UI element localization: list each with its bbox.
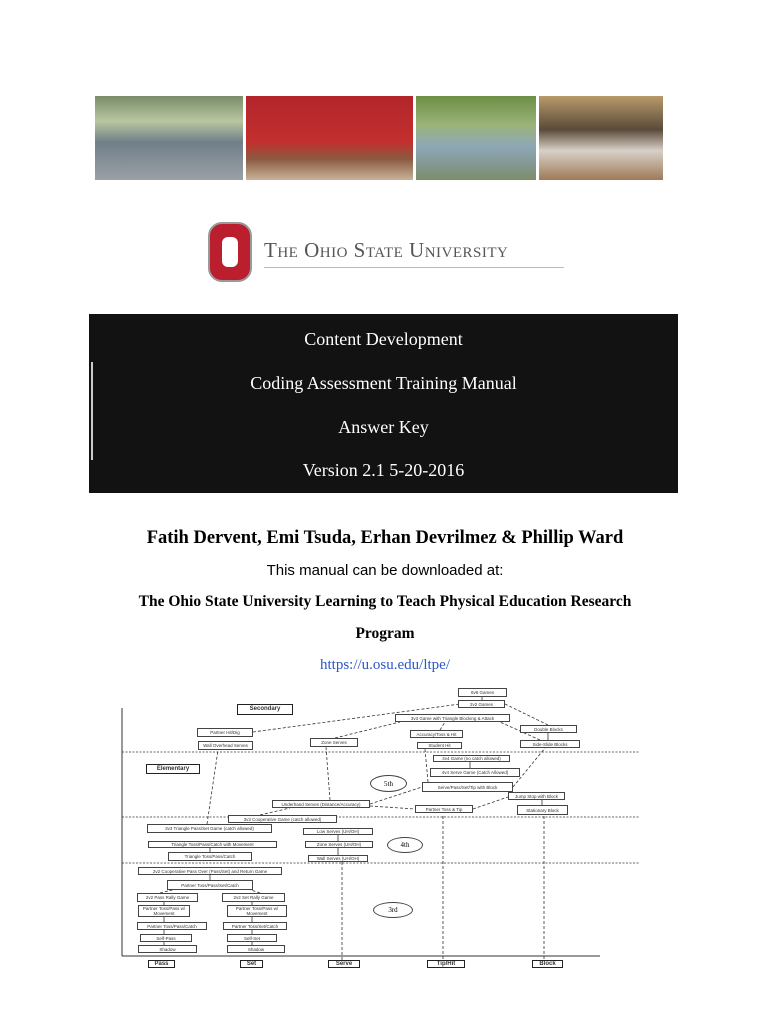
osu-block-o-icon <box>208 222 252 282</box>
diagram-box: 4v4 Game (no catch allowed) <box>433 755 510 762</box>
skill-label: Set <box>240 960 263 968</box>
header-photo-3 <box>416 96 536 180</box>
osu-logo: The Ohio State University <box>208 222 568 282</box>
diagram-box: Stationary Block <box>517 805 568 815</box>
diagram-box: Jump Stop with Block <box>508 792 565 800</box>
skill-label: Block <box>532 960 563 968</box>
diagram-box: 3v3 Triangle Pass/Set Game (catch allowe… <box>147 824 272 833</box>
diagram-box: 2v2 Cooperative Pass Over (Pass/Set) and… <box>138 867 282 875</box>
logo-divider <box>264 267 564 268</box>
diagram-box: Partner Toss/Pass/Catch <box>137 922 207 930</box>
header-photo-1 <box>95 96 243 180</box>
diagram-box: Shadow <box>227 945 285 953</box>
diagram-box: Partner Toss & Tip <box>415 805 473 813</box>
diagram-box: 2v2 Set Rally Game <box>222 893 285 902</box>
diagram-box: 2v2 Games <box>458 700 505 708</box>
title-banner: Content Development Coding Assessment Tr… <box>89 314 678 493</box>
grade-label-3rd: 3rd <box>373 902 413 918</box>
program-name: The Ohio State University Learning to Te… <box>138 593 632 610</box>
banner-accent-bar <box>91 362 93 460</box>
diagram-box: Serve/Pass/Set/Tip with Block <box>422 782 513 792</box>
program-name-cont: Program <box>355 625 415 642</box>
diagram-box: Shadow <box>138 945 197 953</box>
diagram-box: 2v2 Pass Rally Game <box>137 893 198 902</box>
diagram-box: 6v6 Games <box>458 688 507 697</box>
banner-line-1: Content Development <box>304 329 463 349</box>
diagram-box: Low Serves (UH/OH) <box>303 828 373 835</box>
level-label-secondary: Secondary <box>237 704 293 715</box>
skill-label: Pass <box>148 960 175 968</box>
diagram-box: Zone Serves (UH/OH) <box>305 841 373 848</box>
logo-text: The Ohio State University <box>264 238 509 262</box>
diagram-box: Zone Serves <box>310 738 358 747</box>
level-label-elementary: Elementary <box>146 764 200 774</box>
diagram-box: Double Blocks <box>520 725 577 733</box>
diagram-box: Self-Pass <box>140 934 192 942</box>
diagram-box: Self-Set <box>227 934 277 942</box>
connector-solid <box>163 733 549 945</box>
diagram-box: 3v3 Cooperative Game (catch allowed) <box>228 815 337 823</box>
diagram-box: Triangle Toss/Pass/Catch with Movement <box>148 841 277 848</box>
diagram-box: Wall Serves (UH/OH) <box>308 855 368 862</box>
diagram-box: Underhand Serves (Distance/Accuracy) <box>272 800 370 808</box>
download-link[interactable]: https://u.osu.edu/ltpe/ <box>320 657 450 673</box>
diagram-box: Side-Slide Blocks <box>520 740 580 748</box>
banner-line-3: Answer Key <box>338 417 429 437</box>
diagram-box: Triangle Toss/Pass/Catch <box>168 852 252 861</box>
diagram-box: Partner Toss/Pass w/ Movement <box>227 905 287 917</box>
banner-line-4: Version 2.1 5-20-2016 <box>302 460 465 480</box>
header-photo-4 <box>539 96 663 180</box>
grade-label-5th: 5th <box>370 775 407 792</box>
diagram-box: Partner Toss/Pass/Set/Catch <box>167 880 253 890</box>
download-note: This manual can be downloaded at: <box>266 562 504 579</box>
grade-label-4th: 4th <box>387 837 423 853</box>
banner-line-2: Coding Assessment Training Manual <box>250 373 517 393</box>
diagram-box: 3v3 Game with Triangle Blocking & Attack <box>395 714 510 722</box>
header-photo-2 <box>246 96 413 180</box>
diagram-box: 4v4 Serve Game (Catch Allowed) <box>430 768 520 777</box>
skill-label: Tip/Hit <box>427 960 465 968</box>
skill-label: Serve <box>328 960 360 968</box>
diagram-box: Student Hit <box>417 742 462 749</box>
diagram-box: Accuracy/Toss & Hit <box>410 730 463 738</box>
diagram-box: Partner Hit/Dig <box>197 728 253 737</box>
diagram-box: Partner Toss/Set/Catch <box>223 922 287 930</box>
diagram-box: Partner Toss/Pass w/ Movement <box>138 905 190 917</box>
diagram-box: Wall Overhead Serves <box>198 741 253 750</box>
authors: Fatih Dervent, Emi Tsuda, Erhan Devrilme… <box>146 528 624 548</box>
